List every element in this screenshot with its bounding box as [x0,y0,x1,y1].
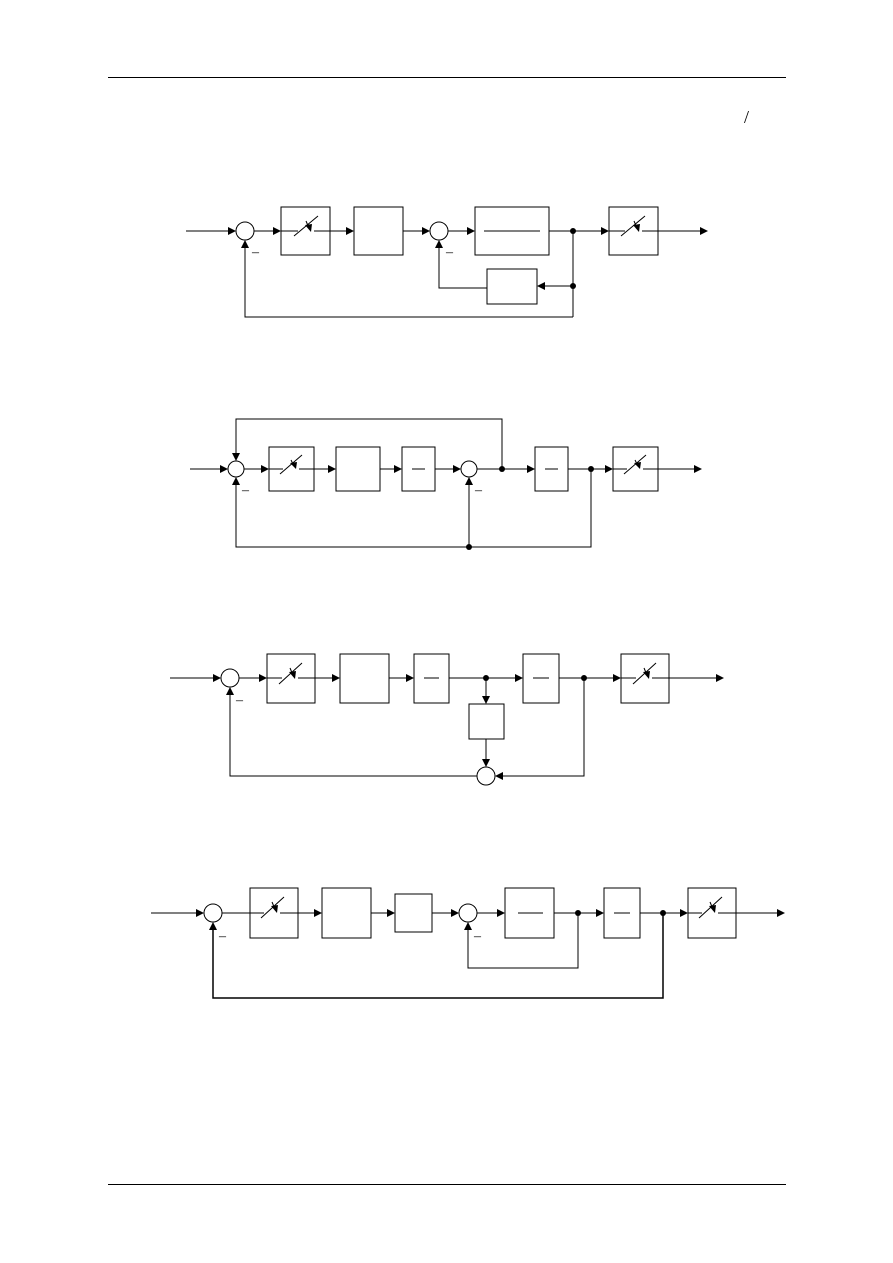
negative-sign: – [473,929,482,944]
negative-sign: – [235,693,244,708]
negative-sign: – [218,929,227,944]
footer-rule [108,1184,786,1185]
summing-junction-2 [476,766,496,786]
header-mark: / [744,107,750,127]
summing-junction-1 [203,903,223,923]
controller-block [339,653,390,704]
summing-junction-1 [227,460,245,478]
gain-block [394,893,433,933]
block-diagram-1: – – [186,206,708,318]
negative-sign: – [251,245,260,260]
block-diagram-2: – – [190,418,702,550]
summing-junction-2 [458,903,478,923]
controller-block [335,446,381,492]
summing-junction-2 [460,460,478,478]
controller-block [353,206,404,256]
summing-junction-2 [429,221,449,241]
controller-block [321,887,372,939]
feedback-block [486,268,538,305]
feedback-block [468,703,505,740]
negative-sign: – [241,483,250,498]
negative-sign: – [445,245,454,260]
negative-sign: – [474,483,483,498]
header-rule [108,77,786,78]
summing-junction-1 [235,221,255,241]
block-diagram-3: – [170,653,724,786]
summing-junction-1 [220,668,240,688]
block-diagram-4: – – [151,887,785,999]
